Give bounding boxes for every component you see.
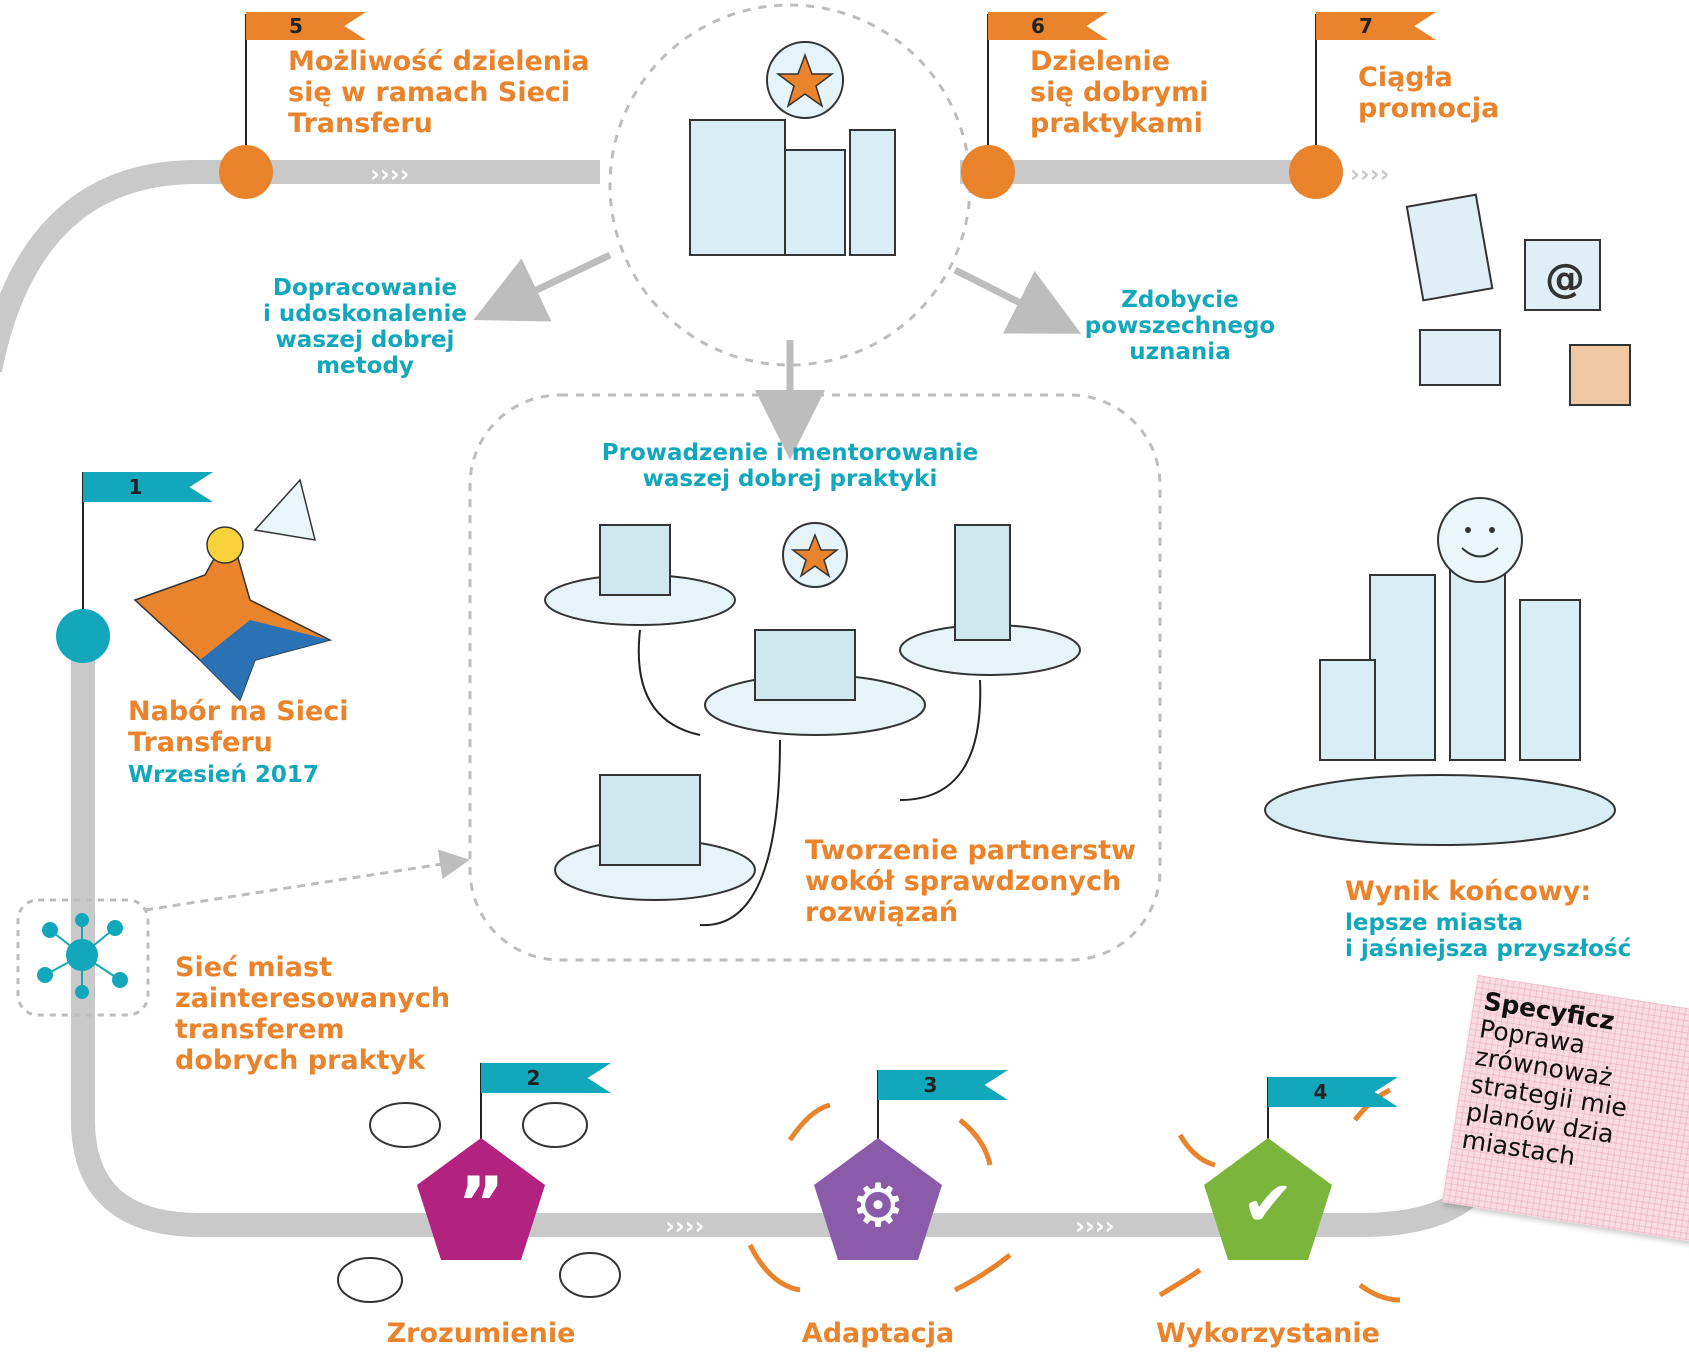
improve-line3: waszej dobrej	[275, 327, 455, 353]
stage-adaptation-label: Adaptacja	[801, 1318, 955, 1349]
network-icon	[37, 913, 128, 999]
recruit-text: Nabór na Sieci Transferu	[128, 696, 349, 758]
speech-bubbles	[337, 1102, 621, 1303]
flag-1-number: 1	[128, 475, 143, 499]
step7-text: Ciągła promocja	[1358, 62, 1499, 124]
result-line1: lepsze miasta	[1345, 910, 1524, 936]
arrow-recognition	[953, 266, 1082, 334]
improve-line2: i udoskonalenie	[263, 301, 467, 327]
smiley-sun	[1437, 497, 1523, 583]
at-icon: @	[1545, 256, 1585, 302]
center-box	[468, 393, 1162, 962]
network-line2: zainteresowanych	[175, 983, 451, 1014]
recruitment-illustration	[133, 478, 333, 702]
result-lines: lepsze miasta i jaśniejsza przyszłość	[1345, 910, 1631, 962]
milestone-7	[1289, 145, 1343, 199]
network-line3: transferem	[175, 1014, 345, 1045]
milestone-1	[56, 609, 110, 663]
milestone-5	[219, 145, 273, 199]
recruit-line2: Transferu	[128, 727, 273, 758]
svg-text:››››: ››››	[370, 160, 410, 188]
media-illustration	[1405, 193, 1631, 406]
stage-use-label: Wykorzystanie	[1156, 1318, 1380, 1349]
step5-line1: Możliwość dzielenia	[288, 46, 590, 77]
flag-7-number: 7	[1359, 14, 1373, 38]
mentoring-line2: waszej dobrej praktyki	[642, 466, 938, 492]
partnership-connectors	[637, 629, 982, 927]
flag-3-number: 3	[923, 1073, 938, 1097]
flag-4-number: 4	[1313, 1080, 1328, 1104]
flag-2-number: 2	[526, 1066, 541, 1090]
star-icon-center	[790, 532, 840, 578]
improve-line1: Dopracowanie	[272, 275, 458, 301]
quote-icon: ”	[457, 1161, 505, 1245]
pentagon-adaptation	[814, 1138, 942, 1260]
step6-line2: się dobrymi	[1030, 77, 1209, 108]
recognition-text: Zdobycie powszechnego uznania	[1065, 287, 1295, 365]
svg-text:››››: ››››	[665, 1212, 705, 1240]
step6-text: Dzielenie się dobrymi praktykami	[1030, 46, 1209, 139]
gear-icon: ⚙	[851, 1171, 905, 1241]
pentagon-understanding	[417, 1138, 545, 1260]
recognition-line1: Zdobycie	[1121, 287, 1239, 313]
improve-text: Dopracowanie i udoskonalenie waszej dobr…	[240, 275, 490, 379]
road-top	[0, 159, 600, 373]
step7-line2: promocja	[1358, 93, 1500, 124]
road-chevrons: ›››› ›››› ›››› ››››	[370, 160, 1390, 1240]
improve-line4: metody	[316, 353, 414, 379]
svg-text:››››: ››››	[1075, 1212, 1115, 1240]
check-icon: ✔	[1242, 1167, 1294, 1240]
step5-line2: się w ramach Sieci	[288, 77, 571, 108]
network-line1: Sieć miast	[175, 952, 333, 983]
partnerships-text: Tworzenie partnerstw wokół sprawdzonych …	[805, 835, 1136, 928]
island-buildings	[599, 524, 1011, 866]
network-line4: dobrych praktyk	[175, 1045, 426, 1076]
recruit-date: Wrzesień 2017	[128, 762, 319, 788]
partnerships-line2: wokół sprawdzonych	[805, 866, 1122, 897]
step5-text: Możliwość dzielenia się w ramach Sieci T…	[288, 46, 589, 139]
flag-6-number: 6	[1031, 14, 1045, 38]
arrow-improve	[473, 251, 612, 322]
partnerships-line3: rozwiązań	[805, 897, 959, 928]
partnerships-line1: Tworzenie partnerstw	[805, 835, 1137, 866]
step5-line3: Transferu	[288, 108, 433, 139]
mentoring-text: Prowadzenie i mentorowanie waszej dobrej…	[560, 440, 1020, 492]
swirl-arrows	[747, 1087, 1401, 1303]
star-icon-top	[775, 52, 835, 108]
milestone-6	[961, 145, 1015, 199]
svg-text:››››: ››››	[1350, 160, 1390, 188]
network-box	[16, 898, 150, 1017]
sticky-note: Specyficz Poprawa zrównoważ strategii mi…	[1442, 975, 1689, 1243]
recruit-line1: Nabór na Sieci	[128, 696, 349, 727]
step6-line3: praktykami	[1030, 108, 1203, 139]
pentagon-use	[1204, 1138, 1332, 1260]
flag-5-number: 5	[289, 14, 303, 38]
result-line2: i jaśniejsza przyszłość	[1345, 936, 1632, 962]
recognition-line3: uznania	[1129, 339, 1231, 365]
network-text: Sieć miast zainteresowanych transferem d…	[175, 952, 450, 1076]
stage-understanding-label: Zrozumienie	[386, 1318, 576, 1349]
mentoring-line1: Prowadzenie i mentorowanie	[601, 440, 979, 466]
result-title: Wynik końcowy:	[1345, 876, 1592, 907]
city-illustration-right	[1264, 559, 1616, 846]
step7-line1: Ciągła	[1358, 62, 1453, 93]
recognition-line2: powszechnego	[1084, 313, 1276, 339]
city-illustration-top	[689, 119, 896, 256]
step6-line1: Dzielenie	[1030, 46, 1171, 77]
arrow-network	[144, 849, 470, 912]
